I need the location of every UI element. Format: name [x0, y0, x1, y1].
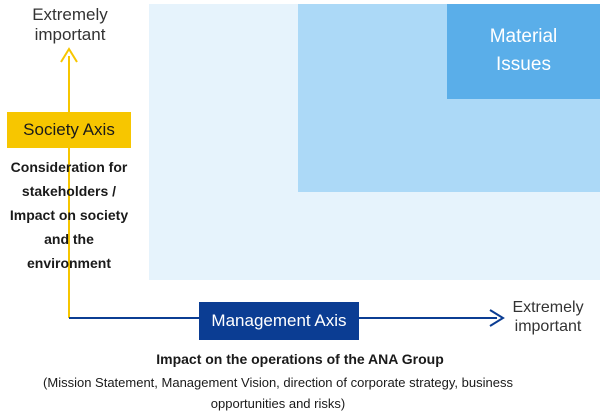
society-desc-line-1: Consideration for [10, 159, 128, 175]
society-axis-description: Consideration for stakeholders / Impact … [0, 155, 138, 275]
society-desc-line-2: stakeholders / [21, 183, 117, 199]
society-axis-badge: Society Axis [7, 112, 131, 148]
society-desc-line-4: and the [44, 231, 94, 247]
material-issues-zone [447, 4, 600, 99]
society-axis-arrowhead [60, 47, 78, 63]
material-issues-label-line-1: Material [489, 26, 558, 47]
society-axis-end-label-line-2: important [34, 25, 106, 44]
management-axis-end-label-line-1: Extremely [512, 299, 584, 316]
society-axis-end-label: Extremely important [16, 5, 124, 45]
material-issues-label-line-2: Issues [496, 54, 551, 75]
management-axis-description-title: Impact on the operations of the ANA Grou… [156, 351, 444, 367]
management-axis-end-label-line-2: important [514, 318, 582, 335]
society-axis-end-label-line-1: Extremely [32, 5, 108, 24]
material-issues-label: Material Issues [447, 23, 600, 79]
management-axis-arrowhead [489, 309, 505, 327]
management-desc-detail-line-1: (Mission Statement, Management Vision, d… [43, 375, 513, 390]
management-desc-detail-line-2: opportunities and risks) [210, 396, 346, 411]
society-desc-line-3: Impact on society [9, 207, 129, 223]
management-axis-badge: Management Axis [199, 302, 359, 340]
society-desc-line-5: environment [26, 255, 111, 271]
management-axis-end-label: Extremely important [496, 298, 600, 336]
management-axis-description-detail: (Mission Statement, Management Vision, d… [0, 372, 556, 414]
